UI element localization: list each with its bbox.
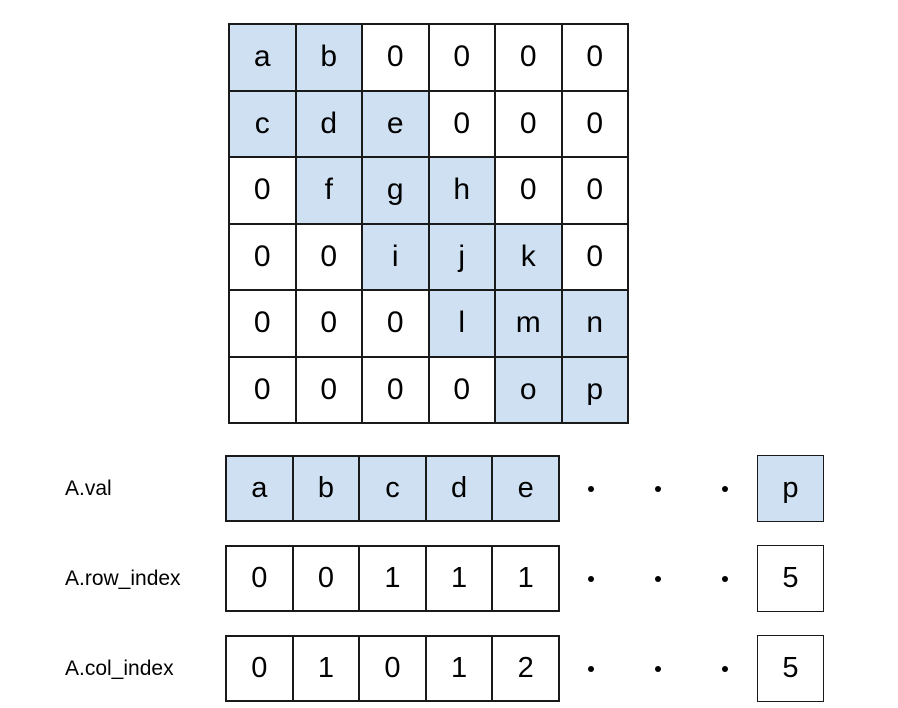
matrix-cell-r2c3: h (428, 157, 495, 224)
matrix-cell-r0c0: a (229, 24, 296, 91)
ellipsis-dot (722, 485, 728, 492)
matrix-cell-r2c4: 0 (495, 157, 562, 224)
matrix-cell-r3c5: 0 (561, 223, 628, 290)
array-label-val: A.val (65, 476, 112, 500)
matrix-cell-r3c4: k (495, 223, 562, 290)
ellipsis-dot (722, 575, 728, 582)
matrix-cell-r2c5: 0 (561, 157, 628, 224)
matrix-cell-r1c4: 0 (495, 90, 562, 157)
matrix-cell-r0c2: 0 (362, 24, 429, 91)
array-last-cell-colindex: 5 (757, 635, 824, 702)
array-cell: 0 (359, 636, 426, 701)
array-cell: c (359, 456, 426, 521)
matrix-cell-r5c4: o (495, 356, 562, 423)
array-label-rowindex: A.row_index (65, 566, 181, 590)
array-last-cell-rowindex: 5 (757, 545, 824, 612)
ellipsis-dot (655, 665, 661, 672)
array-cell: 1 (292, 636, 360, 701)
matrix-cell-r4c2: 0 (362, 290, 429, 357)
array-cell: 1 (492, 546, 559, 611)
matrix-cell-r5c5: p (561, 356, 628, 423)
matrix-cell-r1c5: 0 (561, 90, 628, 157)
ellipsis-dot (655, 485, 661, 492)
matrix-cell-r0c1: b (295, 24, 362, 91)
array-cell: a (226, 456, 293, 521)
array-cell: b (292, 456, 360, 521)
matrix-cell-r3c2: i (362, 223, 429, 290)
matrix-cell-r4c4: m (495, 290, 562, 357)
ellipsis-dots (558, 545, 757, 612)
matrix-cell-r1c2: e (362, 90, 429, 157)
matrix-cell-r4c3: l (428, 290, 495, 357)
array-cell: 0 (292, 546, 360, 611)
matrix-cell-r4c0: 0 (229, 290, 296, 357)
array-cell: d (425, 456, 493, 521)
matrix-cell-r4c5: n (561, 290, 628, 357)
matrix-cell-r5c2: 0 (362, 356, 429, 423)
matrix-cell-r0c4: 0 (495, 24, 562, 91)
ellipsis-dot (722, 665, 728, 672)
ellipsis-dot (655, 575, 661, 582)
matrix-cell-r1c3: 0 (428, 90, 495, 157)
matrix-cell-r3c3: j (428, 223, 495, 290)
ellipsis-dots (558, 455, 757, 522)
ellipsis-dots (558, 635, 757, 702)
matrix-cell-r5c3: 0 (428, 356, 495, 423)
matrix-cell-r2c2: g (362, 157, 429, 224)
array-cell: 2 (492, 636, 559, 701)
array-cell: 1 (425, 636, 493, 701)
matrix-cell-r2c0: 0 (229, 157, 296, 224)
ellipsis-dot (588, 665, 594, 672)
matrix-cell-r5c1: 0 (295, 356, 362, 423)
matrix-cell-r5c0: 0 (229, 356, 296, 423)
matrix-cell-r3c1: 0 (295, 223, 362, 290)
array-cell: 1 (425, 546, 493, 611)
matrix-cell-r1c1: d (295, 90, 362, 157)
array-cell: 0 (226, 546, 293, 611)
matrix-cell-r0c3: 0 (428, 24, 495, 91)
array-cell: 1 (359, 546, 426, 611)
matrix-cell-r0c5: 0 (561, 24, 628, 91)
ellipsis-dot (588, 575, 594, 582)
ellipsis-dot (588, 485, 594, 492)
matrix-cell-r4c1: 0 (295, 290, 362, 357)
array-cell: e (492, 456, 559, 521)
array-cell: 0 (226, 636, 293, 701)
matrix-cell-r1c0: c (229, 90, 296, 157)
matrix-cell-r3c0: 0 (229, 223, 296, 290)
matrix-cell-r2c1: f (295, 157, 362, 224)
array-last-cell-val: p (757, 455, 824, 522)
array-label-colindex: A.col_index (65, 656, 174, 680)
